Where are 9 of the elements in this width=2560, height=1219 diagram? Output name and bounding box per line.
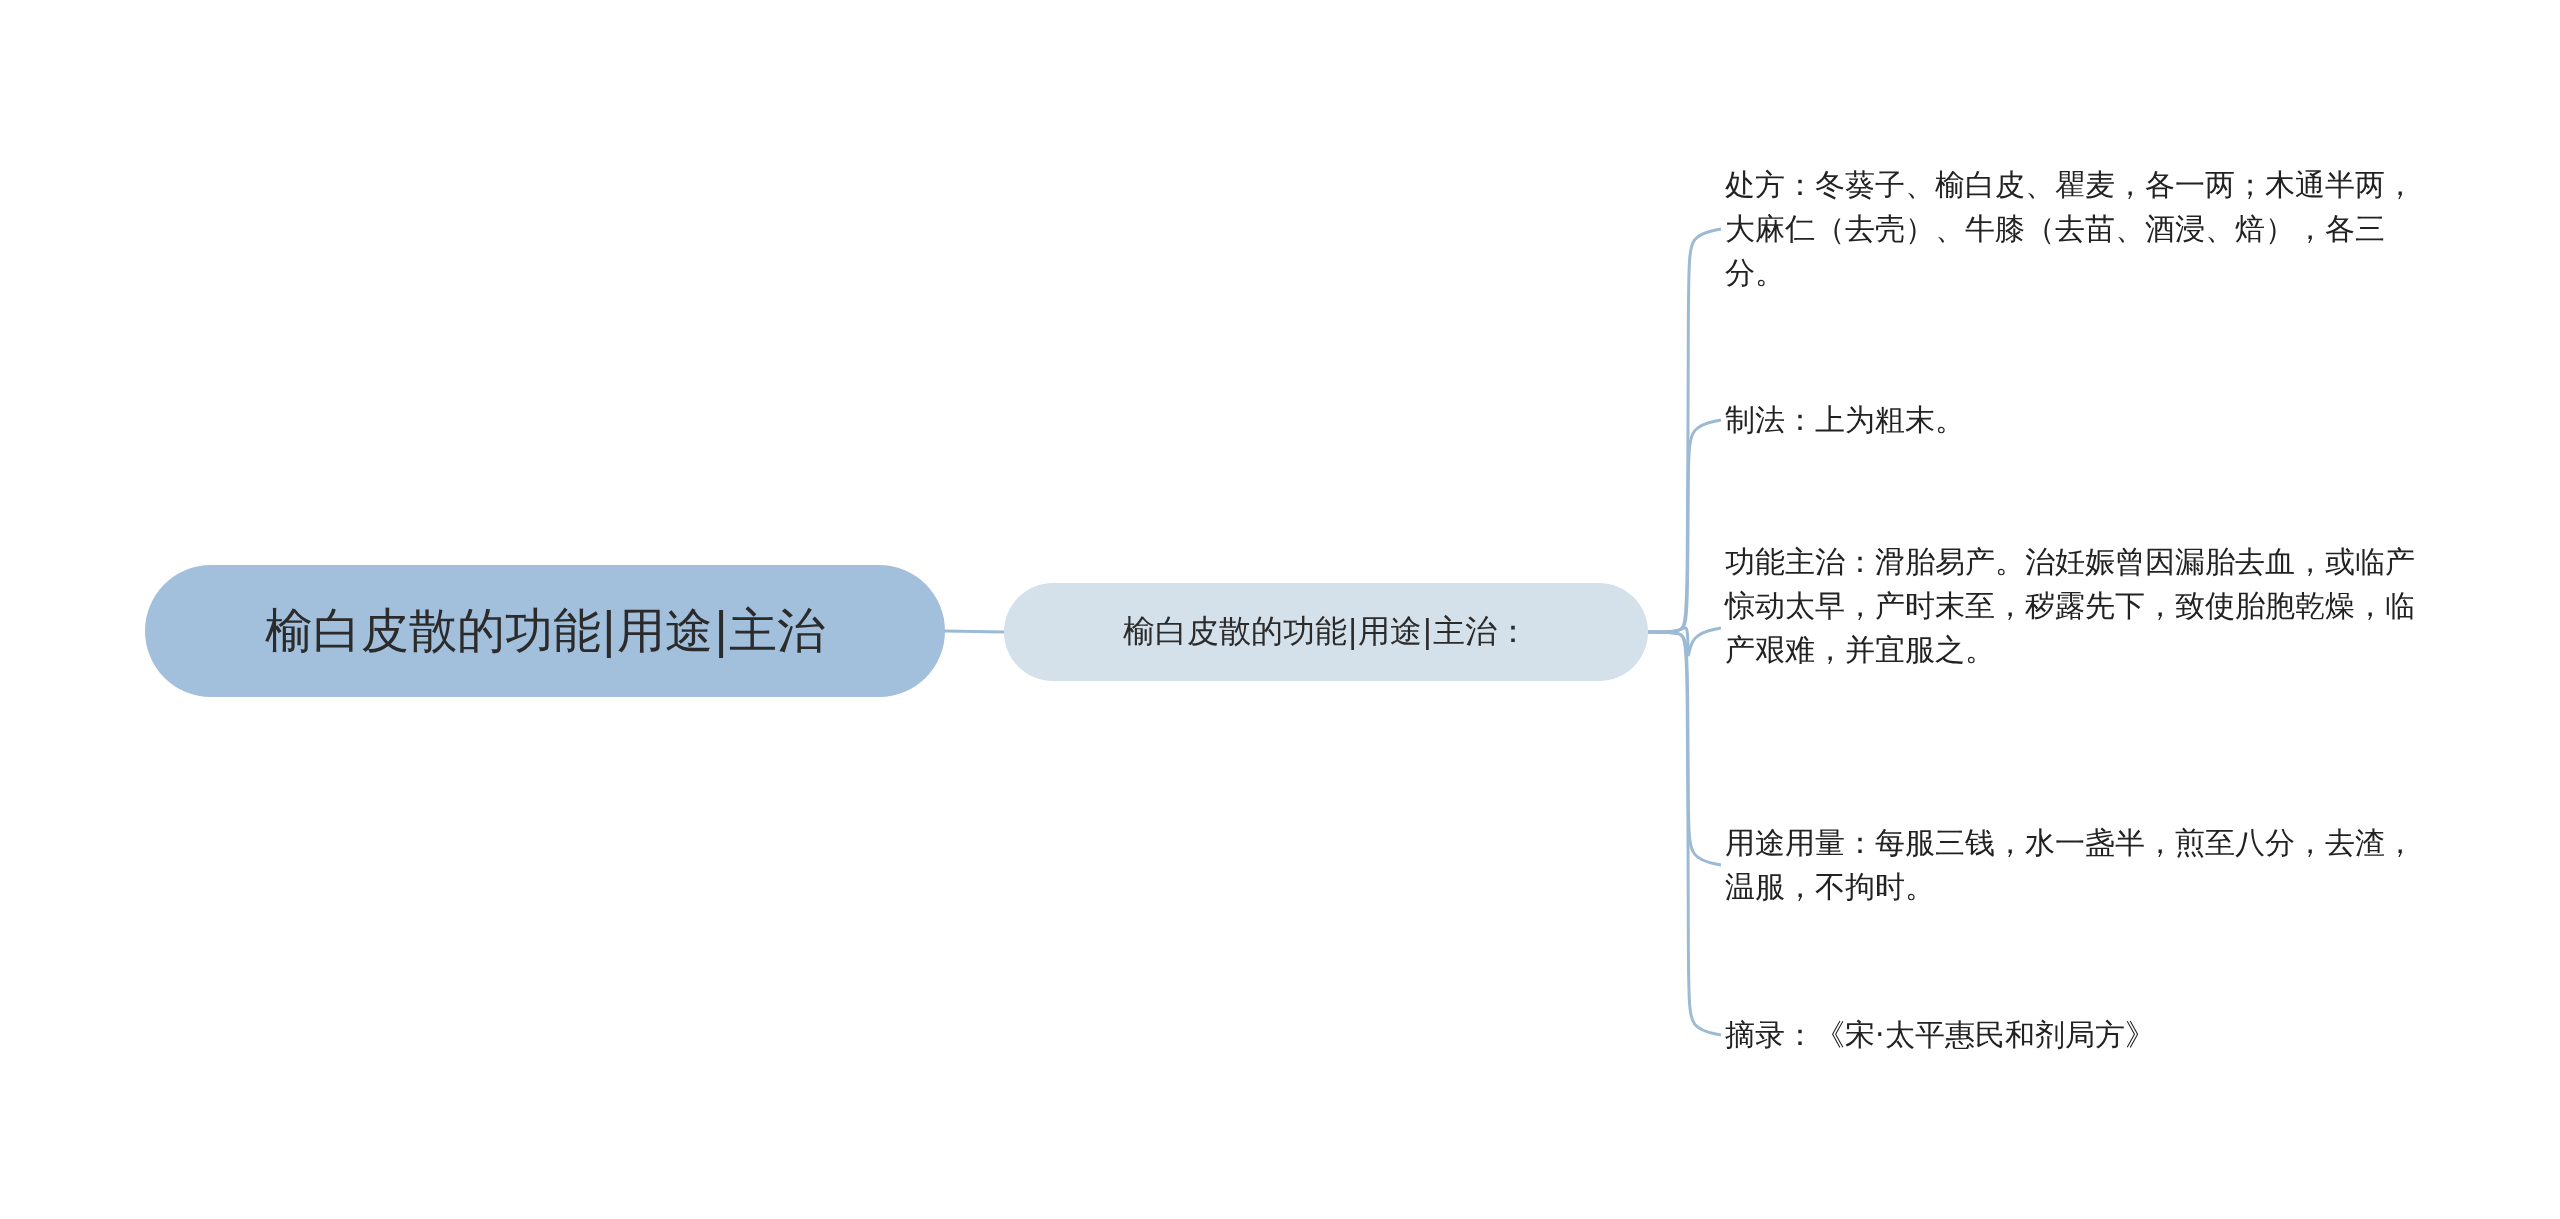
- topic-text: 用途用量：每服三钱，水一盏半，煎至八分，去渣，温服，不拘时。: [1725, 821, 2425, 909]
- connector-line: [944, 629, 1005, 634]
- topic-text: 制法：上为粗末。: [1725, 398, 2425, 442]
- topic-text: 摘录：《宋·太平惠民和剂局方》: [1725, 1013, 2425, 1057]
- root-topic: 榆白皮散的功能|用途|主治: [145, 565, 945, 697]
- topic-text: 功能主治：滑胎易产。治妊娠曾因漏胎去血，或临产惊动太早，产时末至，秽露先下，致使胎胞乾燥，临产艰难，并宜服之。: [1725, 540, 2425, 716]
- connector-line: [1648, 630, 1722, 1037]
- topic-text: 处方：冬葵子、榆白皮、瞿麦，各一两；木通半两，大麻仁（去壳）、牛膝（去苗、酒浸、焙），各三分。: [1725, 163, 2425, 295]
- subtopic: 榆白皮散的功能|用途|主治：: [1004, 583, 1648, 681]
